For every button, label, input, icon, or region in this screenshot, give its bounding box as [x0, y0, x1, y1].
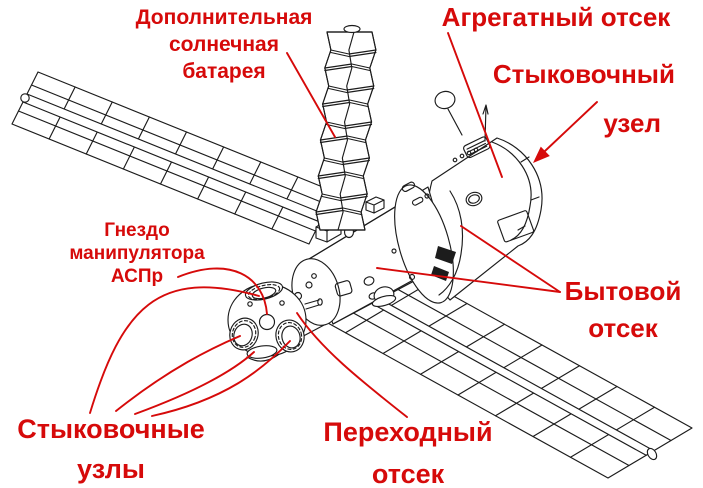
- additional-solar-panel: [315, 24, 377, 231]
- docking-node: [227, 281, 323, 362]
- leader-living-1: [460, 225, 561, 293]
- leader-docking-units-1: [89, 286, 260, 414]
- label-aggregate-compartment: Агрегатный отсек: [426, 2, 686, 32]
- annotation-lines: [89, 32, 598, 418]
- leader-docking-units-3: [134, 351, 255, 415]
- label-additional-solar-battery: Дополнительная солнечная батарея: [130, 4, 318, 85]
- label-line: Переходный: [323, 417, 493, 447]
- label-transfer-compartment: Переходный отсек: [308, 411, 508, 488]
- antennas: [434, 90, 489, 142]
- arrow-icon: [533, 146, 550, 163]
- label-line: узел: [603, 108, 661, 138]
- leader-living-2: [376, 267, 561, 293]
- label-line: солнечная: [169, 33, 279, 56]
- label-line: манипулятора: [69, 243, 205, 264]
- leader-aggregate: [447, 32, 503, 178]
- label-line: Агрегатный отсек: [441, 2, 671, 32]
- label-line: Бытовой: [564, 276, 682, 306]
- label-line: отсек: [371, 459, 445, 488]
- label-line: АСПр: [110, 266, 164, 287]
- leader-docking-units-4: [151, 340, 291, 417]
- label-docking-unit: Стыковочный узел: [483, 50, 675, 148]
- needle-antenna: [482, 104, 489, 142]
- label-line: Стыковочные: [17, 414, 205, 444]
- label-docking-units: Стыковочные узлы: [4, 409, 218, 488]
- label-line: Дополнительная: [135, 6, 313, 29]
- label-manipulator-socket: Гнездо манипулятора АСПр: [58, 219, 216, 288]
- right-solar-panel: [307, 261, 693, 479]
- paddle-antenna: [434, 90, 456, 110]
- leader-docking-unit: [544, 101, 598, 152]
- leader-transfer: [296, 312, 408, 418]
- label-living-compartment: Бытовой отсек: [554, 273, 692, 347]
- label-line: узлы: [77, 454, 145, 484]
- leader-docking-units-2: [115, 335, 241, 412]
- label-line: Стыковочный: [492, 59, 675, 89]
- leader-additional-battery: [286, 52, 336, 138]
- leader-manipulator-socket: [177, 267, 268, 315]
- label-line: батарея: [182, 60, 266, 83]
- label-line: Гнездо: [104, 220, 170, 241]
- label-line: отсек: [588, 313, 658, 343]
